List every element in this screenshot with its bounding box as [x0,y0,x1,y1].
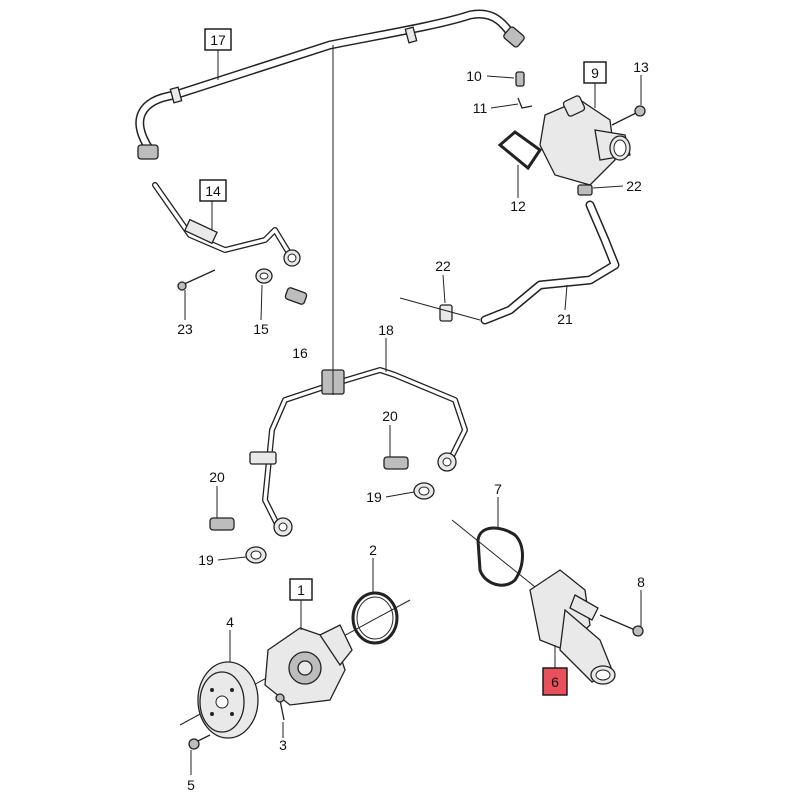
coolant-pipe-18[interactable] [249,367,468,537]
o-ring-2[interactable] [351,591,399,645]
hollow-bolt-20-lower[interactable] [209,517,235,531]
svg-text:21: 21 [557,311,573,327]
water-pump-1[interactable] [264,624,353,706]
callout-20-right: 20 [382,408,398,424]
callout-13: 13 [633,59,649,75]
svg-text:9: 9 [591,65,599,81]
svg-text:1: 1 [297,582,305,598]
svg-text:22: 22 [435,258,451,274]
svg-text:22: 22 [626,178,642,194]
svg-text:19: 19 [366,489,382,505]
svg-text:20: 20 [209,469,225,485]
callout-19-left: 19 [198,552,214,568]
svg-text:2: 2 [369,542,377,558]
svg-text:16: 16 [292,345,308,361]
bolt-23[interactable] [177,269,216,291]
pump-pulley-4[interactable] [197,661,259,739]
callout-15: 15 [253,321,269,337]
callout-9: 9 [583,61,607,84]
callout-21: 21 [557,311,573,327]
temperature-sensor-10[interactable] [515,71,525,87]
svg-text:20: 20 [382,408,398,424]
coolant-hose-21[interactable] [480,184,620,325]
svg-text:18: 18 [378,322,394,338]
hollow-bolt-20-upper[interactable] [383,456,409,470]
svg-text:19: 19 [198,552,214,568]
hose-clamp-22[interactable] [439,304,453,322]
seal-fitting-15[interactable] [255,268,308,305]
coolant-pipe-14[interactable] [152,182,301,267]
callout-1: 1 [289,578,313,601]
svg-text:10: 10 [466,68,482,84]
svg-text:6: 6 [551,674,559,690]
svg-text:5: 5 [187,777,195,793]
callout-22-lower: 22 [435,258,451,274]
callout-8: 8 [637,574,645,590]
callout-23: 23 [177,321,193,337]
thermostat-housing-6[interactable] [529,569,616,685]
svg-text:12: 12 [510,198,526,214]
bolt-13[interactable] [611,105,646,126]
gasket-7[interactable] [476,526,524,587]
callout-12: 12 [510,198,526,214]
callout-19-right: 19 [366,489,382,505]
sealing-washer-19-lower[interactable] [245,546,267,564]
sealing-washer-19-upper[interactable] [413,482,435,500]
svg-text:7: 7 [494,481,502,497]
callout-6-highlighted: 6 [542,667,568,696]
bolt-3[interactable] [275,693,285,721]
svg-text:11: 11 [473,100,488,116]
retaining-clip-11[interactable] [517,97,533,109]
svg-text:4: 4 [226,614,234,630]
callout-4: 4 [226,614,234,630]
coolant-flange-9[interactable] [539,95,631,186]
callout-2: 2 [369,542,377,558]
svg-text:15: 15 [253,321,269,337]
callout-10: 10 [466,68,482,84]
callout-7: 7 [494,481,502,497]
callout-14: 14 [199,179,227,202]
svg-text:23: 23 [177,321,193,337]
callout-3: 3 [279,737,287,753]
bolt-8[interactable] [599,614,644,637]
callout-5: 5 [187,777,195,793]
svg-text:17: 17 [210,32,226,48]
callout-11: 11 [473,100,488,116]
svg-text:14: 14 [205,183,221,199]
svg-text:13: 13 [633,59,649,75]
bolt-5[interactable] [188,734,211,750]
callout-17: 17 [204,28,232,51]
callout-18: 18 [378,322,394,338]
svg-text:3: 3 [279,737,287,753]
upper-coolant-hose[interactable] [135,9,525,160]
callout-22-upper: 22 [626,178,642,194]
leader-lines [184,50,642,775]
svg-text:8: 8 [637,574,645,590]
callout-16: 16 [292,345,308,361]
callout-20-left: 20 [209,469,225,485]
gasket-12[interactable] [497,130,543,171]
